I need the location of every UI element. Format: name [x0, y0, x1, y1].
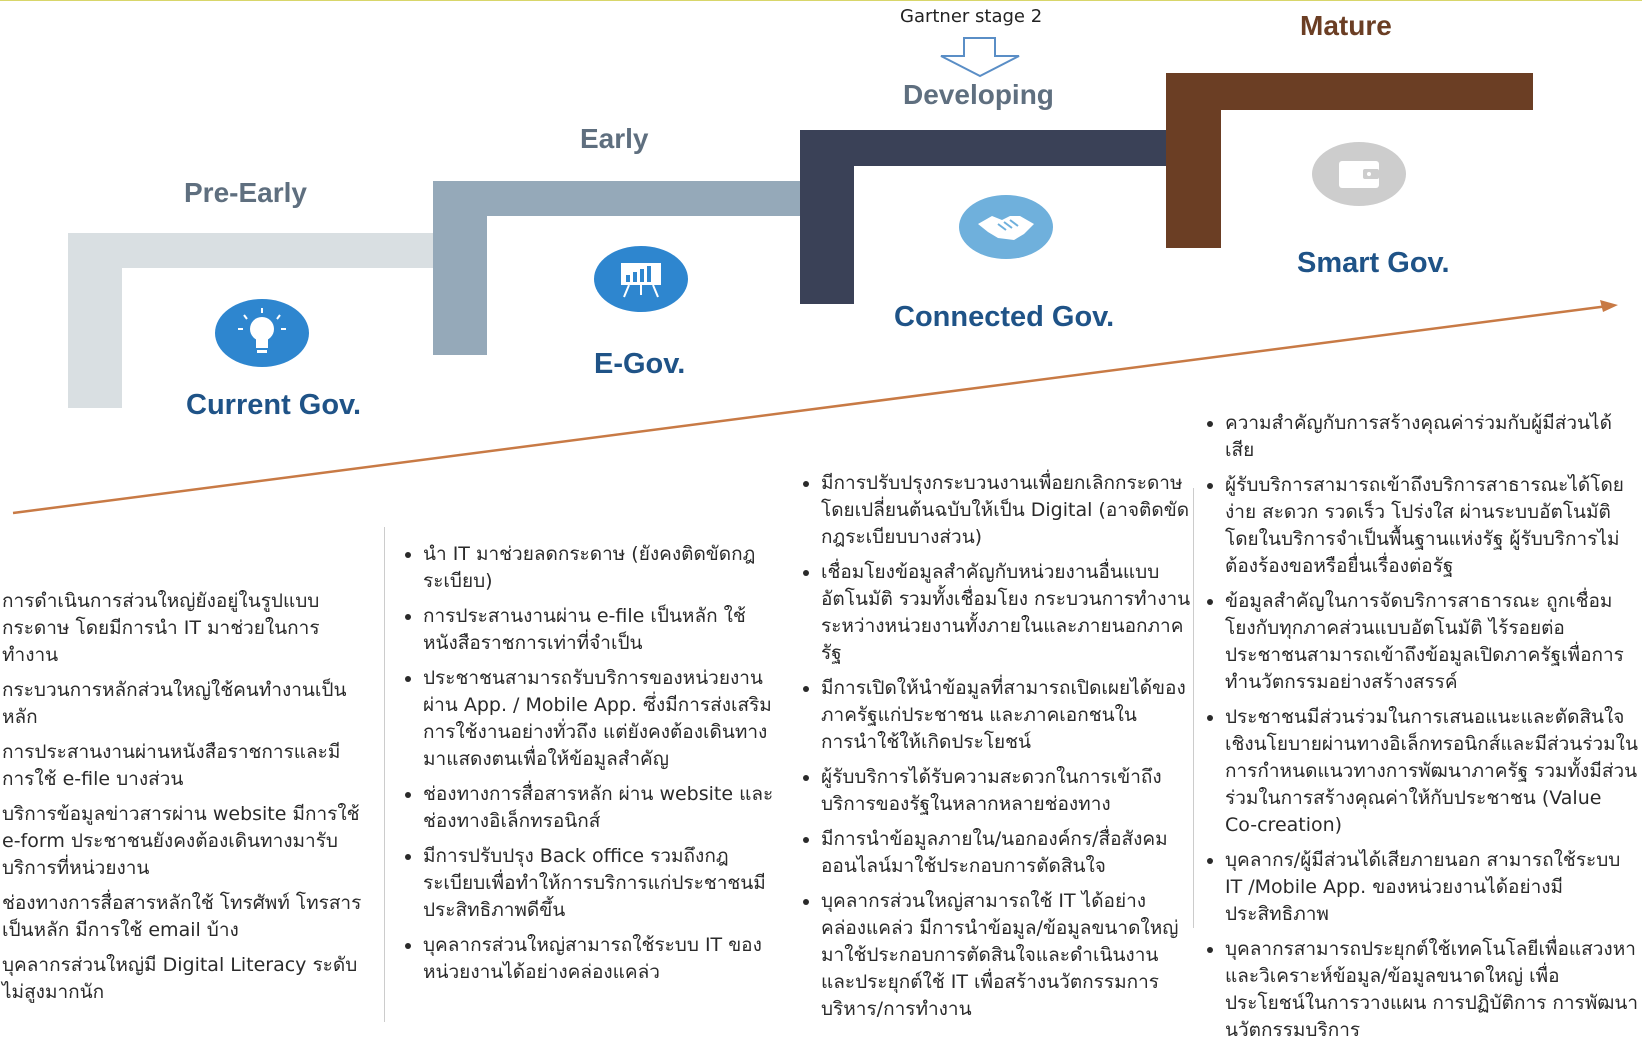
- description-item: ประชาชนสามารถรับบริการของหน่วยงานผ่าน Ap…: [423, 665, 784, 773]
- description-item: เชื่อมโยงข้อมูลสำคัญกับหน่วยงานอื่นแบบอั…: [821, 559, 1192, 667]
- gov-label-smart: Smart Gov.: [1297, 247, 1450, 279]
- description-item: ช่องทางการสื่อสารหลัก ผ่าน website และช่…: [423, 781, 784, 835]
- description-item: มีการปรับปรุงกระบวนงานเพื่อยกเลิกกระดาษ …: [821, 470, 1192, 551]
- description-item: ข้อมูลสำคัญในการจัดบริการสาธารณะ ถูกเชื่…: [1225, 588, 1639, 696]
- gov-label-current: Current Gov.: [186, 389, 362, 421]
- level-label-mature: Mature: [1300, 10, 1392, 41]
- wallet-icon: [1311, 141, 1407, 207]
- description-item: มีการนำข้อมูลภายใน/นอกองค์กร/สื่อสังคมออ…: [821, 826, 1192, 880]
- column-divider: [1193, 488, 1194, 928]
- level-label-pre-early: Pre-Early: [184, 177, 307, 208]
- description-item: บุคลากรส่วนใหญ่มี Digital Literacy ระดับ…: [2, 954, 358, 1003]
- description-item: ช่องทางการสื่อสารหลักใช้ โทรศัพท์ โทรสาร…: [2, 892, 362, 941]
- description-item: ผู้รับบริการได้รับความสะดวกในการเข้าถึงบ…: [821, 764, 1192, 818]
- stair-step-developing: [800, 130, 1166, 304]
- description-column-current-gov: การดำเนินการส่วนใหญ่ยังอยู่ในรูปแบบกระดา…: [2, 588, 372, 1014]
- column-divider: [384, 527, 385, 1022]
- stair-step-early: [433, 181, 800, 355]
- description-item: การประสานงานผ่าน e-file เป็นหลัก ใช้หนัง…: [423, 603, 784, 657]
- presentation-chart-icon: [593, 245, 689, 313]
- gov-label-connected: Connected Gov.: [894, 301, 1115, 333]
- level-label-developing: Developing: [903, 79, 1054, 110]
- description-item: บุคลากรสามารถประยุกต์ใช้เทคโนโลยีเพื่อแส…: [1225, 936, 1639, 1044]
- description-item: มีการปรับปรุง Back office รวมถึงกฎระเบีย…: [423, 843, 784, 924]
- trend-arrow-line: [12, 304, 1609, 515]
- gartner-stage-label: Gartner stage 2: [900, 6, 1043, 27]
- description-item: บุคลากรส่วนใหญ่สามารถใช้ IT ได้อย่างคล่อ…: [821, 888, 1192, 1023]
- description-item: บุคลากร/ผู้มีส่วนได้เสียภายนอก สามารถใช้…: [1225, 847, 1639, 928]
- description-item: การประสานงานผ่านหนังสือราชการและมีการใช้…: [2, 741, 341, 790]
- top-border-line: [0, 0, 1642, 1]
- gartner-down-arrow-icon: [940, 37, 1020, 78]
- description-item: ประชาชนมีส่วนร่วมในการเสนอแนะและตัดสินใจ…: [1225, 704, 1639, 839]
- description-item: นำ IT มาช่วยลดกระดาษ (ยังคงติดขัดกฎระเบี…: [423, 541, 784, 595]
- stair-step-pre-early: [68, 233, 433, 408]
- description-item: บริการข้อมูลข่าวสารผ่าน website มีการใช้…: [2, 803, 360, 879]
- trend-arrowhead-icon: [1600, 300, 1618, 312]
- description-item: การดำเนินการส่วนใหญ่ยังอยู่ในรูปแบบกระดา…: [2, 590, 320, 666]
- description-item: มีการเปิดให้นำข้อมูลที่สามารถเปิดเผยได้ข…: [821, 675, 1192, 756]
- stair-step-mature: [1166, 73, 1533, 248]
- description-column-connected-gov: มีการปรับปรุงกระบวนงานเพื่อยกเลิกกระดาษ …: [797, 470, 1192, 1031]
- description-item: กระบวนการหลักส่วนใหญ่ใช้คนทำงานเป็นหลัก: [2, 679, 347, 728]
- maturity-staircase: [12, 37, 1618, 515]
- description-column-smart-gov: ความสำคัญกับการสร้างคุณค่าร่วมกับผู้มีส่…: [1201, 410, 1639, 1052]
- gov-label-egov: E-Gov.: [594, 348, 686, 380]
- description-item: ผู้รับบริการสามารถเข้าถึงบริการสาธารณะได…: [1225, 472, 1639, 580]
- description-column-egov: นำ IT มาช่วยลดกระดาษ (ยังคงติดขัดกฎระเบี…: [399, 541, 784, 994]
- lightbulb-icon: [214, 298, 310, 368]
- level-label-early: Early: [580, 123, 649, 154]
- handshake-icon: [958, 194, 1054, 260]
- description-item: ความสำคัญกับการสร้างคุณค่าร่วมกับผู้มีส่…: [1225, 410, 1639, 464]
- description-item: บุคลากรส่วนใหญ่สามารถใช้ระบบ IT ของหน่วย…: [423, 932, 784, 986]
